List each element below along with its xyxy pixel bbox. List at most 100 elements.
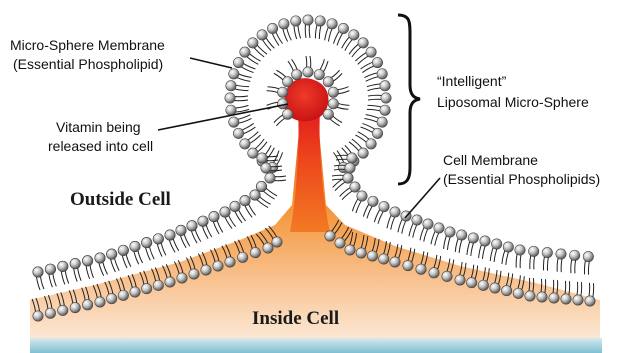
lipid-head	[416, 264, 426, 274]
lipid-head	[141, 237, 151, 247]
lipid-head	[528, 246, 538, 256]
lipid-head	[515, 245, 525, 255]
lipid-head	[226, 105, 236, 115]
lipid-head	[542, 247, 552, 257]
vitamin-label-1: Vitamin being	[56, 119, 141, 135]
cell-membrane-label-1: Cell Membrane	[443, 152, 538, 168]
lipid-head	[261, 163, 271, 173]
lipid-head	[272, 237, 282, 247]
lipid-head	[45, 264, 55, 274]
lipid-head	[549, 293, 559, 303]
lipid-head	[279, 19, 289, 29]
lipid-head	[556, 249, 566, 259]
lipid-head	[220, 207, 230, 217]
lipid-head	[585, 296, 595, 306]
lipid-head	[226, 81, 236, 91]
lipid-head	[323, 109, 333, 119]
lipid-head	[292, 69, 302, 79]
lipid-head	[240, 47, 250, 57]
lipid-head	[358, 38, 368, 48]
lipid-head	[256, 181, 266, 191]
lipid-head	[118, 245, 128, 255]
lipid-head	[561, 294, 571, 304]
lipid-head	[423, 219, 433, 229]
lipid-head	[468, 233, 478, 243]
lipid-head	[583, 251, 593, 261]
lipid-head	[537, 292, 547, 302]
lipid-head	[58, 305, 68, 315]
lipid-head	[328, 99, 338, 109]
lipid-head	[466, 277, 476, 287]
lipid-head	[70, 258, 80, 268]
microsphere-membrane-label-1: Micro-Sphere Membrane	[10, 37, 165, 53]
lipid-head	[95, 297, 105, 307]
lipid-head	[349, 30, 359, 40]
lipid-head	[478, 280, 488, 290]
lipid-head	[357, 191, 367, 201]
lipid-head	[367, 251, 377, 261]
lipid-head	[213, 261, 223, 271]
lipid-head	[240, 139, 250, 149]
lipid-head	[130, 241, 140, 251]
lipid-head	[240, 195, 250, 205]
lipid-head	[325, 231, 335, 241]
lipid-head	[513, 288, 523, 298]
base-strip	[30, 338, 602, 353]
lipid-head	[267, 23, 277, 33]
intelligent-label-2: Liposomal Micro-Sphere	[437, 94, 589, 110]
lipid-head	[350, 182, 360, 192]
lipid-head	[277, 87, 287, 97]
lipid-head	[380, 105, 390, 115]
lipid-head	[356, 248, 366, 258]
lipid-head	[368, 196, 378, 206]
lipid-head	[525, 291, 535, 301]
lipid-head	[225, 257, 235, 267]
cell-membrane-label-2: (Essential Phospholipids)	[443, 171, 600, 187]
lipid-head	[82, 300, 92, 310]
lipid-head	[248, 38, 258, 48]
inside-cell-label: Inside Cell	[252, 308, 339, 329]
lipid-head	[434, 223, 444, 233]
bracket-brace	[398, 15, 420, 184]
lipid-head	[377, 117, 387, 127]
lipid-head	[335, 238, 345, 248]
lipid-head	[379, 201, 389, 211]
lipid-head	[327, 19, 337, 29]
lipid-head	[263, 243, 273, 253]
lipid-head	[480, 236, 490, 246]
lipid-head	[429, 268, 439, 278]
outside-cell-label: Outside Cell	[70, 189, 171, 210]
intelligent-label-1: “Intelligent”	[437, 73, 507, 89]
lipid-head	[328, 87, 338, 97]
lipid-head	[455, 275, 465, 285]
lipid-head	[338, 23, 348, 33]
lipid-head	[95, 253, 105, 263]
lipid-head	[390, 207, 400, 217]
lipid-head	[501, 285, 511, 295]
lipid-head	[366, 139, 376, 149]
lipid-head	[490, 283, 500, 293]
lipid-head	[265, 173, 275, 183]
lipid-head	[250, 190, 260, 200]
lipid-head	[282, 109, 292, 119]
lipid-head	[33, 267, 43, 277]
lipid-head	[390, 257, 400, 267]
lipid-head	[303, 67, 313, 77]
lipid-head	[282, 77, 292, 87]
lipid-head	[345, 163, 355, 173]
lipid-head	[366, 47, 376, 57]
lipid-head	[106, 293, 116, 303]
lipid-head	[165, 277, 175, 287]
lipid-head	[165, 230, 175, 240]
lipid-head	[225, 93, 235, 103]
lipid-head	[372, 57, 382, 67]
lipid-head	[315, 16, 325, 26]
lipid-head	[381, 93, 391, 103]
leader-line-vitamin	[158, 104, 288, 130]
lipid-head	[233, 57, 243, 67]
lipid-head	[345, 245, 355, 255]
leader-line-microsphere	[190, 58, 232, 68]
lipid-head	[229, 69, 239, 79]
